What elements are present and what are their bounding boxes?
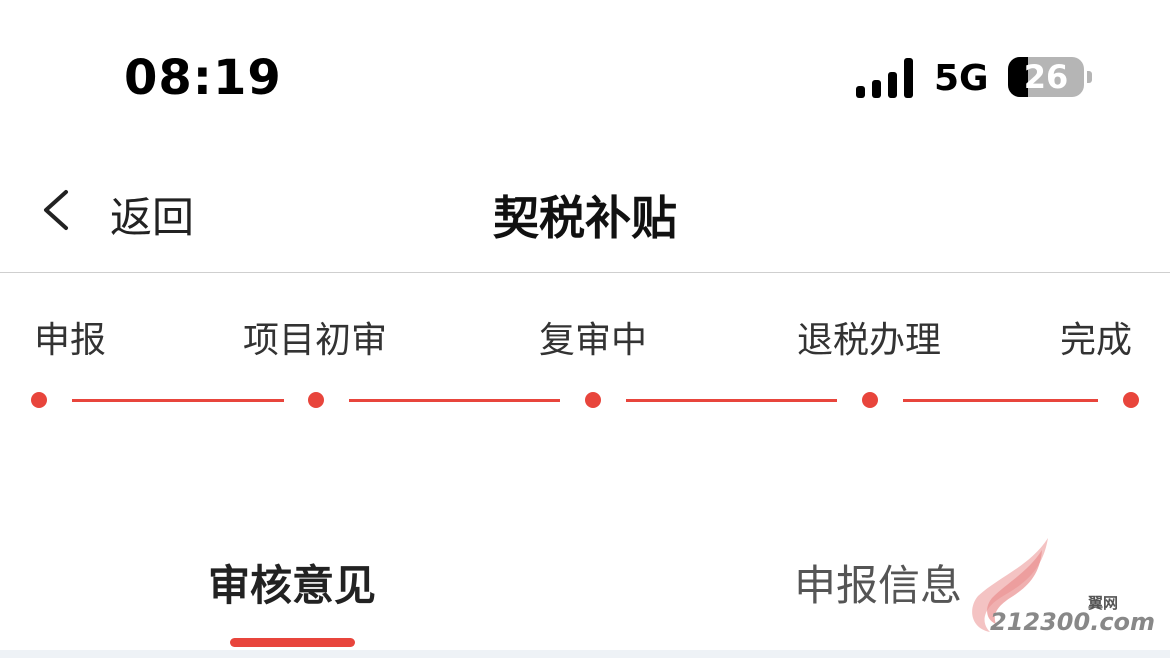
step-dot-3	[585, 392, 601, 408]
status-time: 08:19	[124, 50, 282, 106]
network-type: 5G	[934, 58, 989, 99]
step-dot-4	[862, 392, 878, 408]
step-dot-1	[31, 392, 47, 408]
content-area-top-edge	[0, 650, 1170, 658]
tab-application-info[interactable]: 申报信息	[794, 561, 963, 610]
step-dot-2	[308, 392, 324, 408]
flame-logo-icon	[972, 538, 1048, 632]
step-label-5: 完成	[1060, 320, 1133, 361]
signal-strength-icon	[856, 58, 914, 98]
step-label-4: 退税办理	[797, 320, 942, 361]
chevron-left-icon	[44, 190, 68, 230]
tab-review-opinion[interactable]: 审核意见	[208, 561, 377, 610]
step-dot-5	[1123, 392, 1139, 408]
progress-stepper: 申报 项目初审 复审中 退税办理 完成	[0, 273, 1170, 443]
active-tab-indicator	[230, 638, 355, 647]
step-connector-4	[903, 399, 1098, 402]
watermark-cn-text: 翼网	[1088, 594, 1119, 612]
step-label-3: 复审中	[539, 320, 648, 361]
step-connector-1	[72, 399, 284, 402]
battery-icon: 26	[1008, 57, 1084, 97]
watermark-url-text: 212300.com	[990, 608, 1156, 636]
page-title: 契税补贴	[493, 191, 677, 245]
back-label: 返回	[110, 193, 195, 242]
status-bar: 08:19 5G 26	[0, 0, 1170, 150]
tab-bar: 审核意见 申报信息	[0, 540, 1170, 650]
battery-cap	[1087, 71, 1092, 83]
back-button[interactable]: 返回	[40, 180, 220, 242]
step-connector-3	[626, 399, 837, 402]
navigation-bar: 返回 契税补贴	[0, 150, 1170, 273]
step-connector-2	[349, 399, 560, 402]
step-label-2: 项目初审	[243, 320, 388, 361]
watermark-logo: 翼网 212300.com	[960, 536, 1155, 636]
step-label-1: 申报	[34, 320, 107, 361]
battery-percent: 26	[1023, 58, 1069, 96]
